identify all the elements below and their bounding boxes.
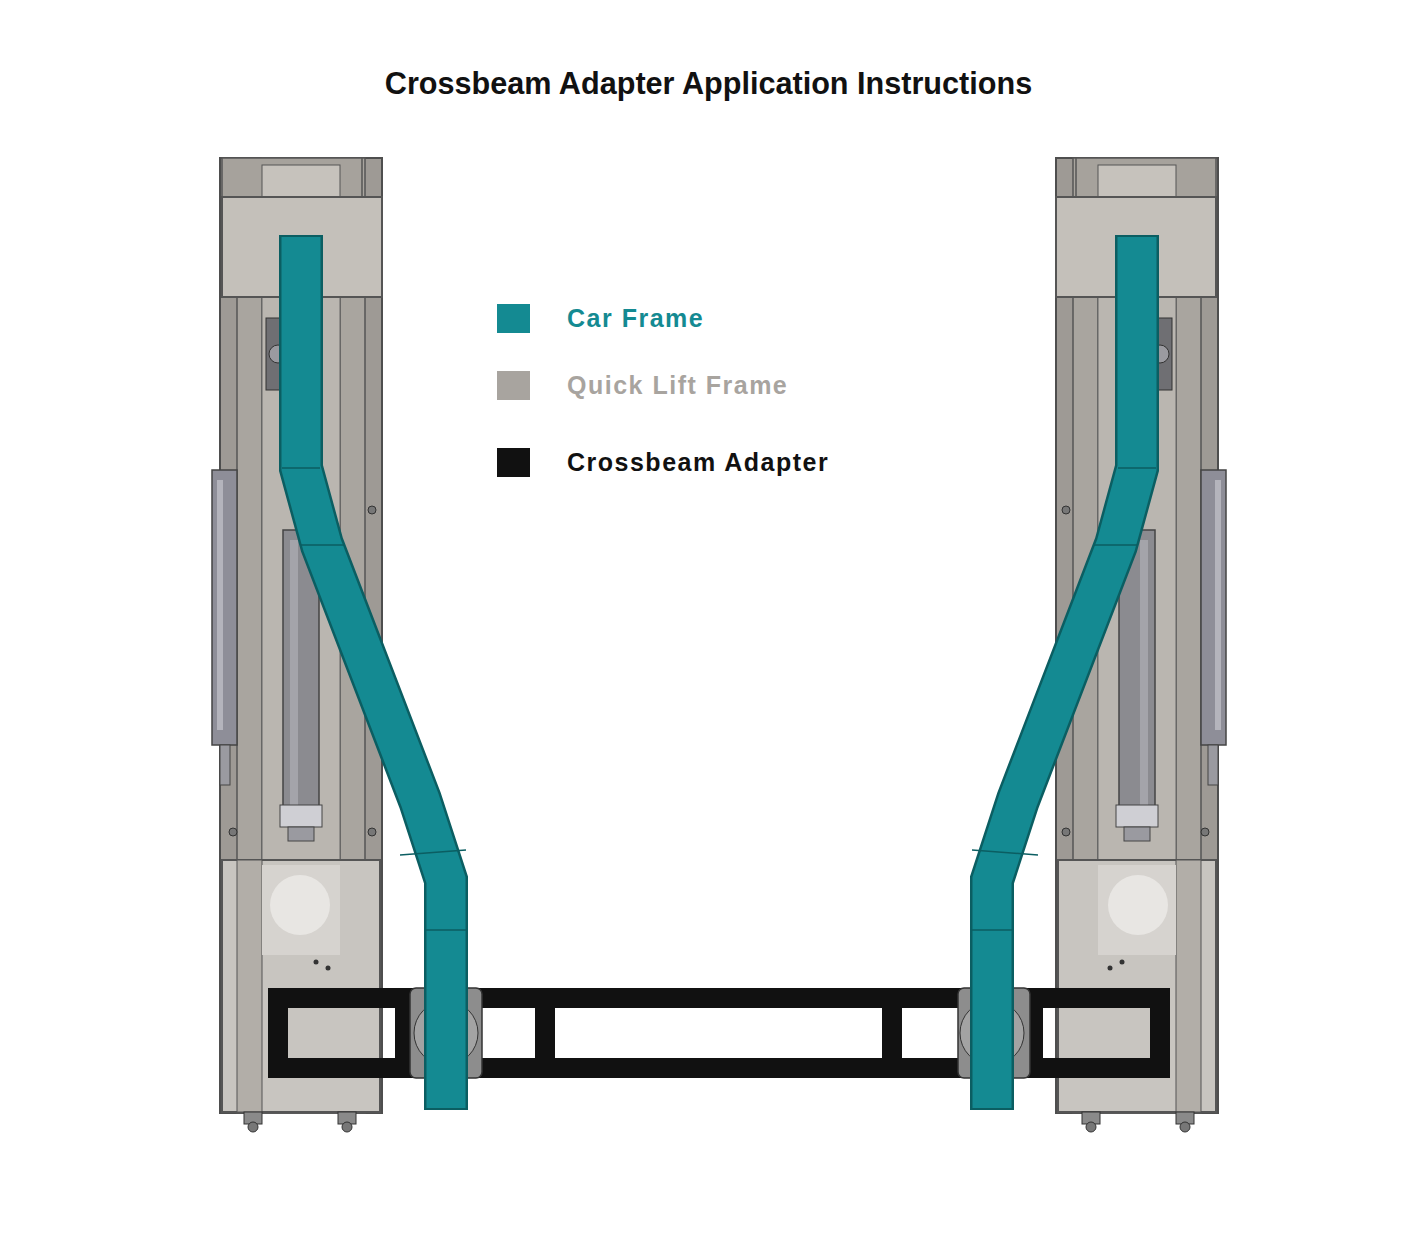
legend-swatch (497, 304, 530, 333)
legend-row: Crossbeam Adapter (497, 448, 917, 478)
crossbeam-adapter (268, 988, 1170, 1078)
car-frame-left (282, 235, 467, 1110)
crossbeam-clamp (410, 988, 1030, 1078)
legend-row: Quick Lift Frame (497, 371, 917, 401)
car-frame-right (971, 235, 1156, 1110)
legend-row: Car Frame (497, 304, 917, 334)
diagram-title: Crossbeam Adapter Application Instructio… (0, 66, 1417, 101)
legend-label: Quick Lift Frame (567, 371, 788, 400)
legend-label: Crossbeam Adapter (567, 448, 829, 477)
legend-label: Car Frame (567, 304, 704, 333)
legend-swatch (497, 448, 530, 477)
legend-swatch (497, 371, 530, 400)
legend: Car FrameQuick Lift FrameCrossbeam Adapt… (497, 304, 917, 484)
